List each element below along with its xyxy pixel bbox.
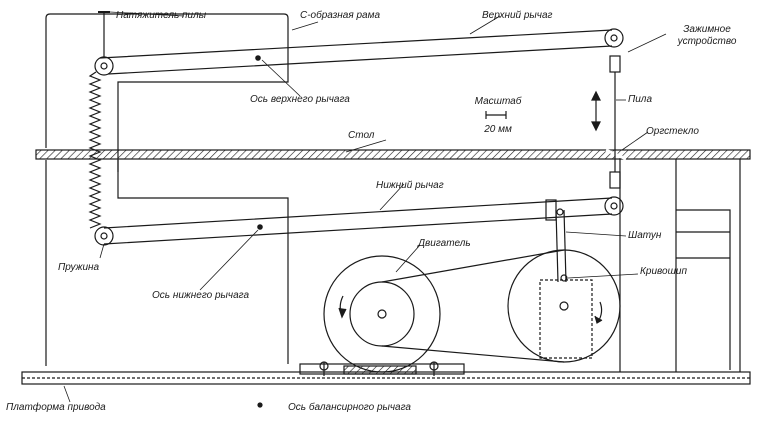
label-balance-lever-axis: Ось балансирного рычага <box>288 402 411 413</box>
connecting-rod <box>555 208 567 283</box>
flywheel <box>507 249 621 363</box>
label-clamp-device-2: устройство <box>677 36 737 47</box>
spring <box>88 71 102 229</box>
label-motor: Двигатель <box>418 238 471 249</box>
c-frame <box>45 13 289 366</box>
drive-belt <box>381 249 565 363</box>
balance-lever-axis-point <box>257 402 263 408</box>
label-scale-value: 20 мм <box>484 124 512 135</box>
label-clamp-device-1: Зажимное <box>683 24 731 35</box>
label-lower-lever-axis: Ось нижнего рычага <box>152 290 250 301</box>
label-plexiglass: Оргстекло <box>646 126 699 137</box>
label-saw-tensioner: Натяжитель пилы <box>116 10 207 21</box>
label-spring: Пружина <box>58 262 100 273</box>
motor <box>323 255 441 373</box>
saw-blade <box>591 72 616 172</box>
label-connecting-rod: Шатун <box>628 230 662 241</box>
label-lower-lever: Нижний рычаг <box>376 180 444 191</box>
label-table: Стол <box>348 130 375 141</box>
scale-bar <box>485 111 507 119</box>
plexiglass-stand <box>619 159 741 372</box>
label-upper-lever: Верхний рычаг <box>482 10 553 21</box>
label-drive-platform: Платформа привода <box>6 402 106 413</box>
saw-tensioner <box>98 11 110 58</box>
label-saw: Пила <box>628 94 653 105</box>
lower-lever <box>94 196 624 246</box>
label-upper-lever-axis: Ось верхнего рычага <box>250 94 350 105</box>
upper-lever <box>94 28 624 76</box>
drive-platform <box>21 371 751 385</box>
label-crank: Кривошип <box>640 266 687 277</box>
label-c-frame: С-образная рама <box>300 10 381 21</box>
motor-mount <box>299 361 465 376</box>
leader-lines <box>63 11 667 403</box>
label-scale-title: Масштаб <box>474 96 522 107</box>
table <box>35 148 751 161</box>
